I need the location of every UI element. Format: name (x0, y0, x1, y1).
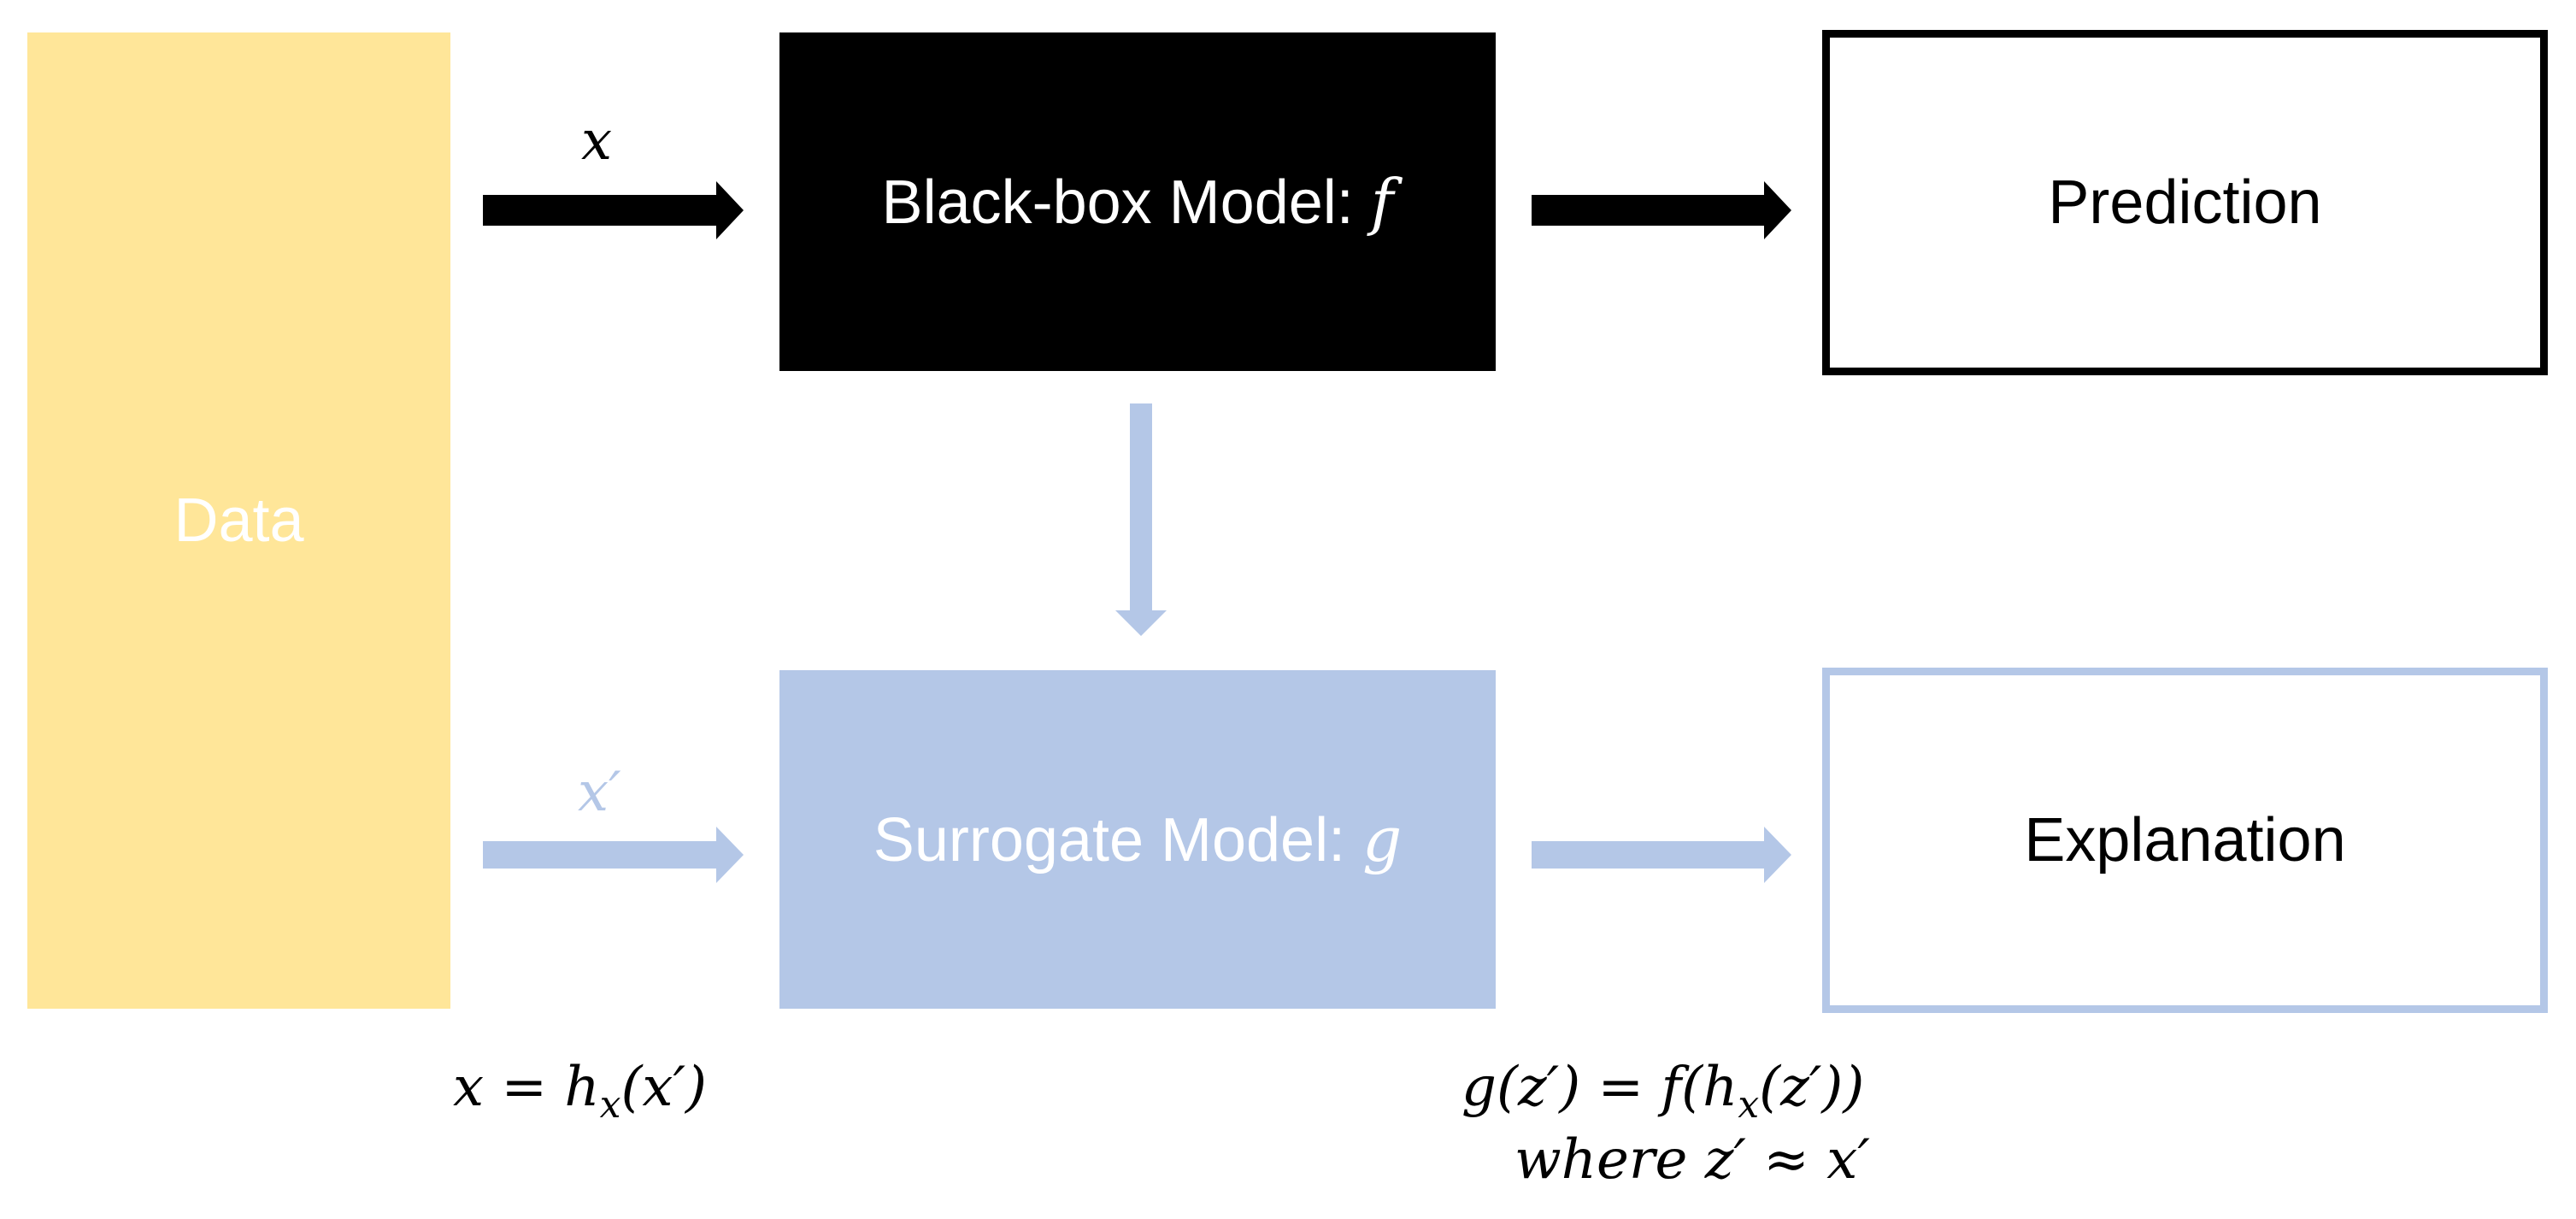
surrogate-equation-part2: (z′)) (1759, 1056, 1865, 1119)
prediction-box: Prediction (1822, 30, 2548, 375)
mapping-equation-lhs: x = h (453, 1056, 600, 1119)
blackbox-model-box: Black-box Model: f (779, 32, 1496, 371)
data-box: Data (27, 32, 450, 1009)
prediction-label: Prediction (2048, 168, 2322, 237)
blackbox-model-label: Black-box Model: f (882, 166, 1394, 238)
mapping-equation-rhs: (x′) (620, 1056, 708, 1119)
surrogate-model-label: Surrogate Model: g (873, 804, 1402, 875)
explanation-box: Explanation (1822, 668, 2548, 1013)
data-label: Data (173, 486, 304, 555)
surrogate-model-symbol: g (1362, 804, 1403, 875)
explanation-label: Explanation (2024, 806, 2346, 874)
arrow-surrogate-to-explanation (1532, 827, 1791, 883)
mapping-equation-sub: x (599, 1082, 621, 1127)
surrogate-model-text: Surrogate Model: (873, 806, 1363, 874)
simplified-input-symbol: x′ (578, 761, 621, 824)
surrogate-model-box: Surrogate Model: g (779, 670, 1496, 1009)
arrow-data-to-surrogate (483, 827, 744, 883)
surrogate-equation-sub: x (1738, 1082, 1760, 1127)
condition-equation: where z′ ≈ x′ (1514, 1128, 1870, 1192)
input-symbol-x: x (581, 109, 613, 173)
blackbox-model-symbol: f (1370, 166, 1394, 238)
surrogate-equation-part1: g(z′) = f(h (1461, 1056, 1738, 1119)
blackbox-model-text: Black-box Model: (881, 168, 1371, 237)
surrogate-equation: g(z′) = f(hx(z′)) (1461, 1056, 1864, 1127)
mapping-equation: x = hx(x′) (453, 1056, 707, 1127)
arrow-blackbox-to-prediction (1532, 181, 1791, 239)
arrow-blackbox-to-surrogate (1115, 403, 1167, 636)
arrow-data-to-blackbox (483, 181, 744, 239)
